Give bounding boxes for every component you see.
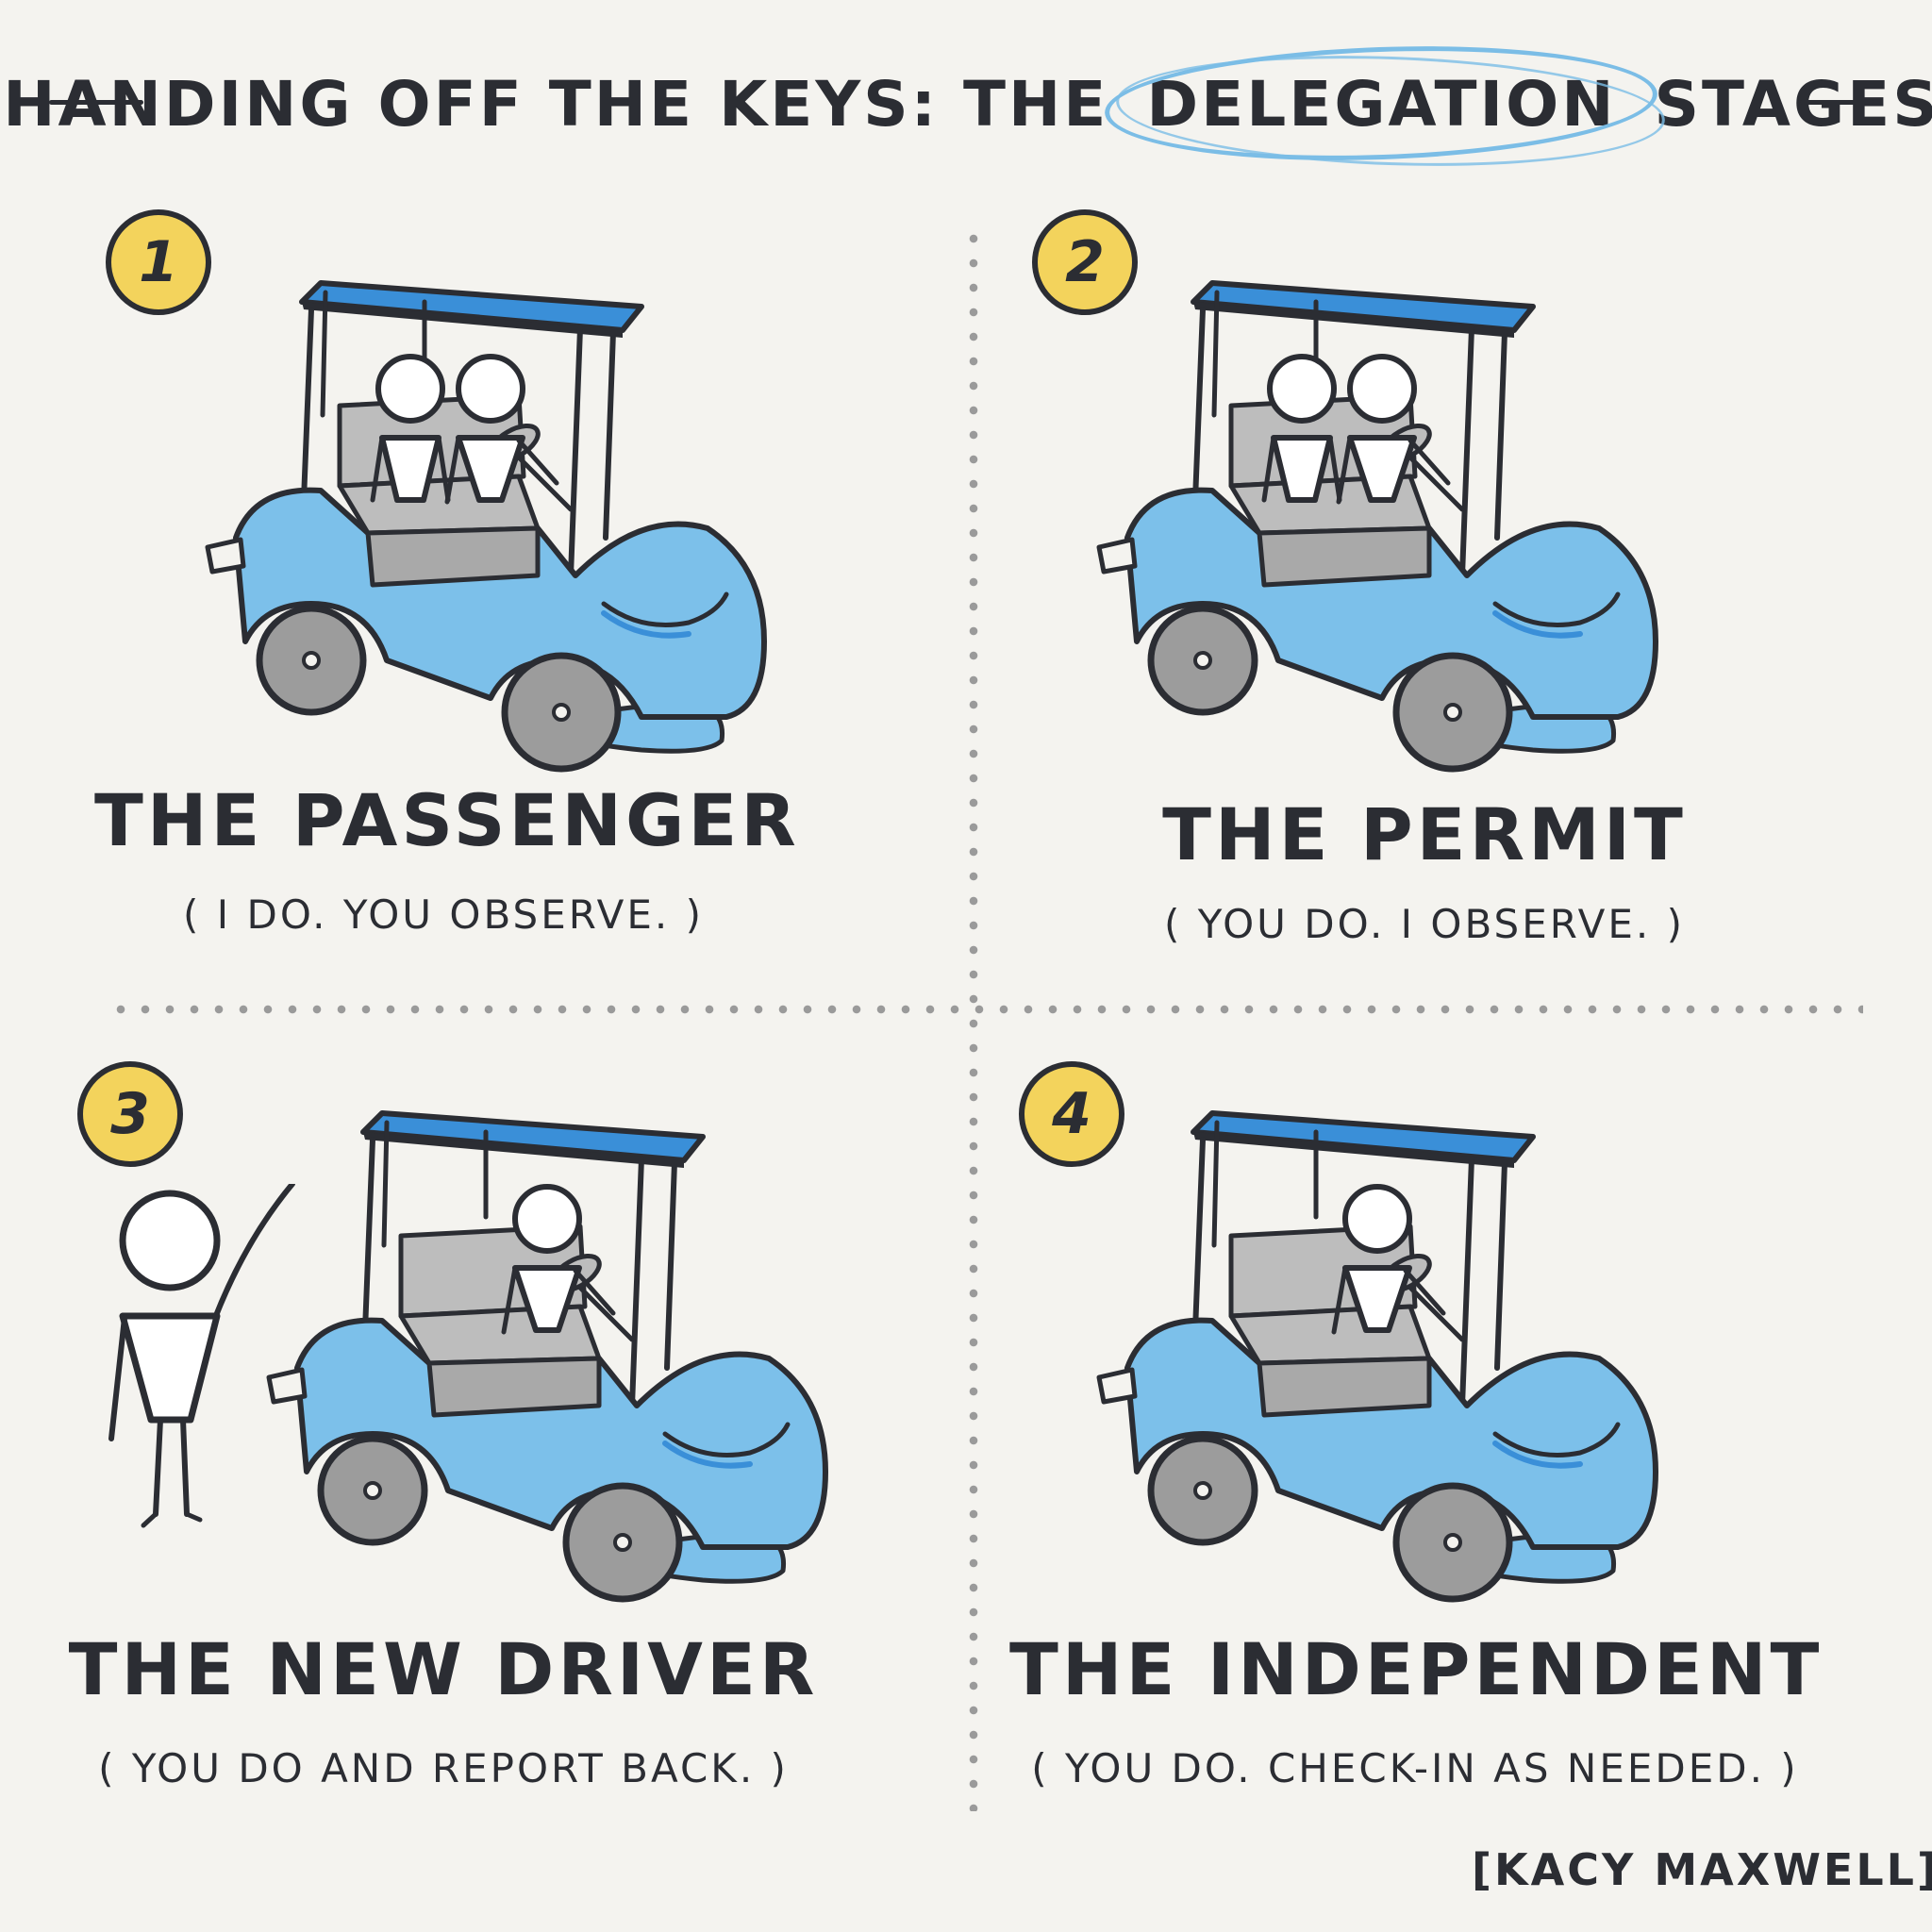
stage-subtitle: ( YOU DO. I OBSERVE. ) [1164, 901, 1685, 947]
stage-3: 3 THE NEW DRIVER ( YOU DO AND REPORT BAC… [19, 1033, 962, 1882]
stage-title: THE PERMIT [1162, 792, 1687, 876]
title-highlight: DELEGATION [1103, 37, 1668, 175]
stage-subtitle: ( I DO. YOU OBSERVE. ) [183, 891, 704, 938]
stage-1: 1 THE PASSENGER ( I DO. YOU OBSERVE. ) [19, 189, 962, 1038]
stage-title: THE PASSENGER [94, 778, 800, 862]
golf-cart-illustration [198, 264, 783, 774]
title-text-after: STAGES [1654, 67, 1932, 141]
stage-subtitle: ( YOU DO AND REPORT BACK. ) [98, 1745, 789, 1791]
stage-number: 2 [1065, 229, 1105, 295]
stage-subtitle: ( YOU DO. CHECK-IN AS NEEDED. ) [1031, 1745, 1799, 1791]
stage-badge: 4 [1019, 1061, 1124, 1167]
stage-title: THE INDEPENDENT [1009, 1627, 1824, 1711]
golf-cart-illustration [1090, 264, 1674, 774]
title-rule-left [49, 100, 143, 105]
stage-number: 4 [1052, 1081, 1091, 1147]
horizontal-divider [108, 1005, 1863, 1014]
title-rule-right [1800, 100, 1874, 105]
vertical-divider [969, 226, 978, 1811]
stage-4: 4 THE INDEPENDENT ( YOU DO. CHECK-IN AS … [1000, 1033, 1932, 1882]
title-text-before: HANDING OFF THE KEYS: THE [3, 67, 1109, 141]
standing-person-illustration [108, 1184, 295, 1528]
stage-badge: 2 [1032, 209, 1138, 315]
stage-number: 1 [139, 229, 178, 295]
author-credit: [KACY MAXWELL] [1472, 1844, 1932, 1895]
title-highlight-word: DELEGATION [1146, 67, 1617, 141]
page-title: HANDING OFF THE KEYS: THE DELEGATION STA… [3, 37, 1932, 175]
header: HANDING OFF THE KEYS: THE DELEGATION STA… [0, 37, 1932, 175]
golf-cart-illustration [259, 1094, 844, 1604]
stage-number: 3 [110, 1081, 150, 1147]
stage-badge: 3 [77, 1061, 183, 1167]
golf-cart-illustration [1090, 1094, 1674, 1604]
stage-title: THE NEW DRIVER [68, 1627, 819, 1711]
stage-badge: 1 [106, 209, 211, 315]
stage-2: 2 THE PERMIT ( YOU DO. I OBSERVE. ) [1000, 189, 1932, 1038]
